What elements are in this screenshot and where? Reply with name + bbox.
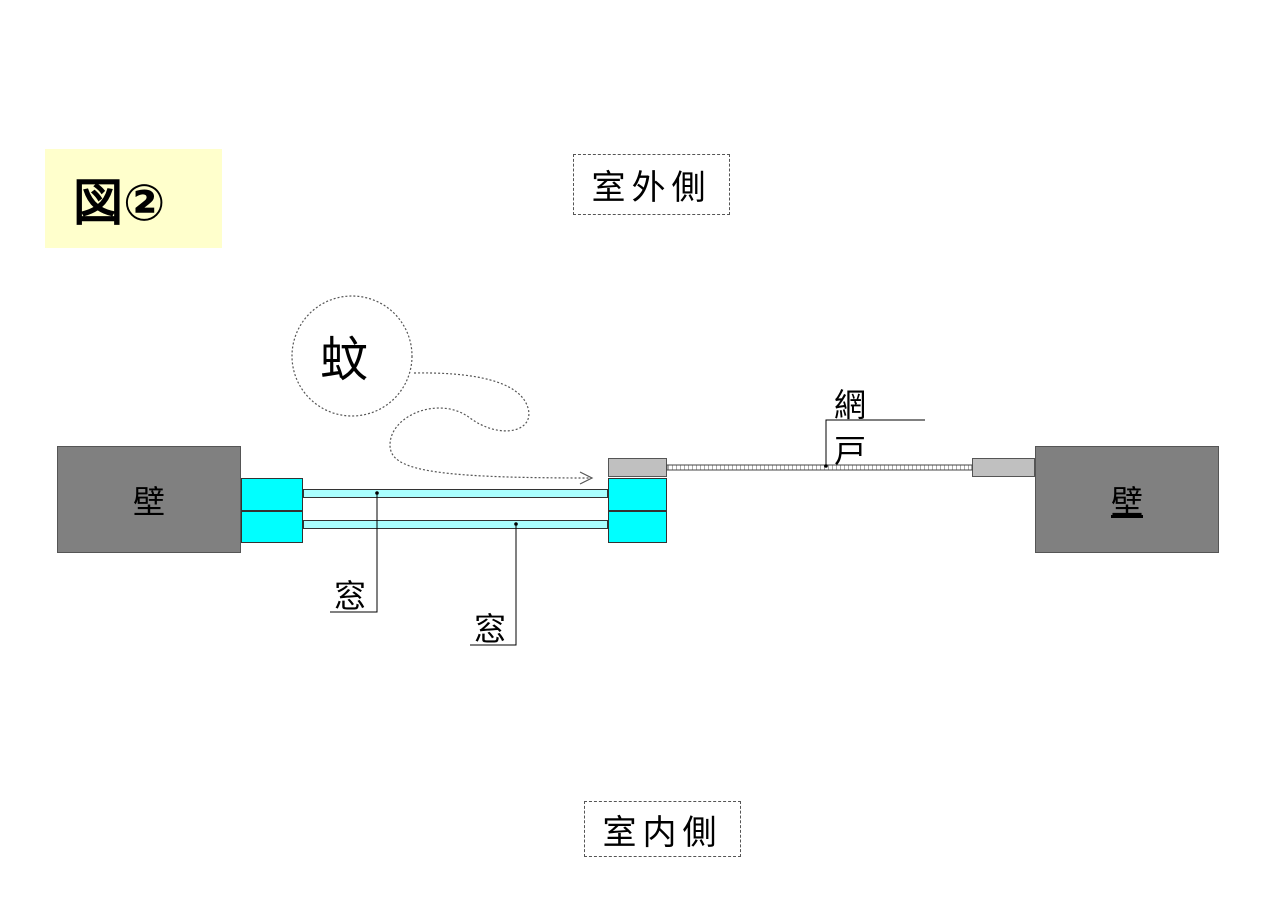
wall-right-label: 壁 [1110,482,1143,521]
window-2-leader [470,524,517,646]
window-2-label: 窓 [474,610,507,648]
screen-door-label: 網戸 [834,386,873,470]
mosquito-circle [291,295,413,417]
window-pane-upper [303,489,608,498]
window-pane-lower [303,520,608,529]
window-frame-right-top [608,478,667,511]
mosquito-label: 蚊 [320,332,369,388]
figure-title: 図② [45,149,222,248]
wall-left-label: 壁 [132,482,165,521]
outside-label: 室外側 [573,154,730,215]
mosquito-path-arrowhead [579,471,594,485]
window-frame-right-bottom [608,511,667,543]
window-1-leader [330,493,378,613]
screen-door-leader [825,419,925,466]
window-frame-left-top [241,478,303,511]
wall-left: 壁 [57,446,241,553]
window-1-label: 窓 [334,577,367,615]
mosquito-path [389,372,591,479]
inside-label: 室内側 [584,801,741,857]
window-frame-left-bottom [241,511,303,543]
screen-mesh [666,464,973,471]
wall-right: 壁 [1035,446,1219,553]
